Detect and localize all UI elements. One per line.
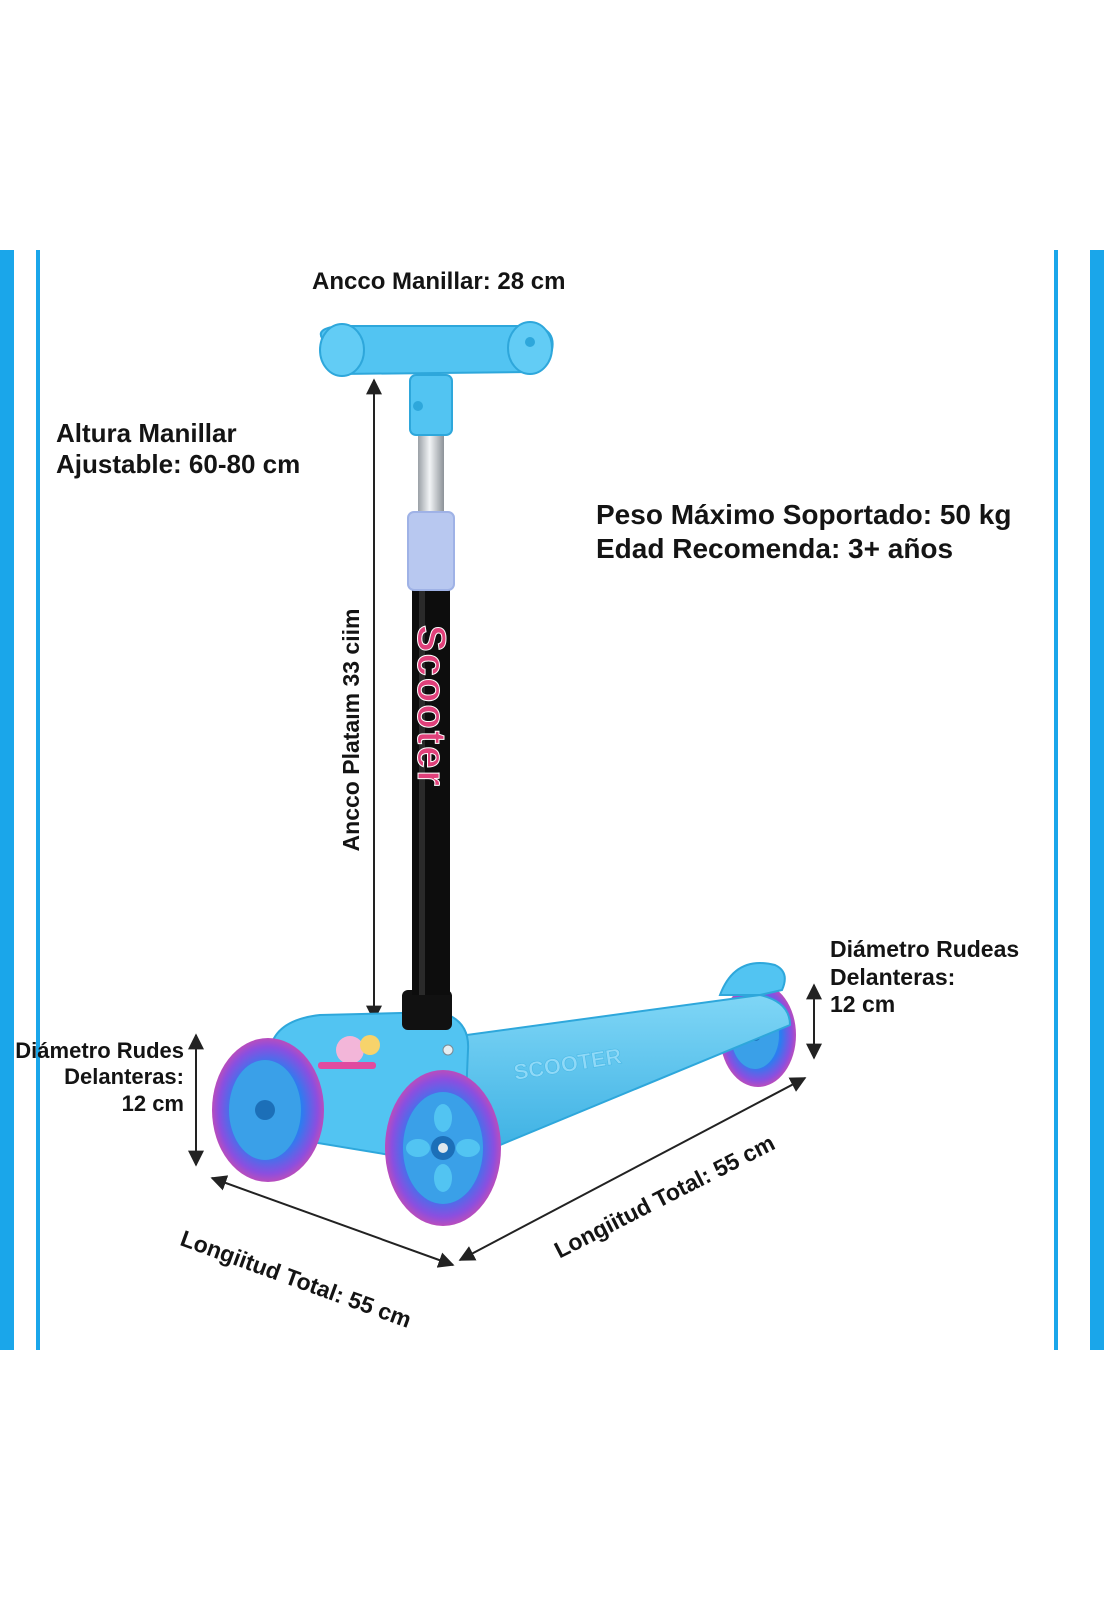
rear-fender xyxy=(718,962,786,996)
scooter-illustration: SCOOTER xyxy=(188,321,822,1268)
deck: SCOOTER xyxy=(428,993,792,1149)
frame-bar-right-inner xyxy=(1054,250,1058,1350)
capacity-label: Peso Máximo Soportado: 50 kg Edad Recome… xyxy=(596,499,1012,564)
frame-bar-left-outer xyxy=(0,250,14,1350)
housing-sticker xyxy=(318,1035,380,1069)
frame-bar-left-inner xyxy=(36,250,40,1350)
handlebar-width-label: Ancco Manillar: 28 cm xyxy=(312,268,566,295)
dimension-lines xyxy=(188,378,822,1268)
front-right-wheel xyxy=(385,1070,501,1226)
front-left-wheel xyxy=(212,1038,324,1182)
dimension-arrow-length-right xyxy=(458,1077,807,1261)
handlebar-height-label: Altura Manillar Ajustable: 60-80 cm xyxy=(56,418,301,480)
frame-bar-right-outer xyxy=(1090,250,1104,1350)
handlebar xyxy=(319,321,554,436)
stem: Scooter xyxy=(407,430,455,995)
front-wheel-label: Diámetro Rudes Delanteras: 12 cm xyxy=(15,1038,184,1116)
stem-brand: Scooter xyxy=(409,625,453,788)
spec-panel: SCOOTER xyxy=(0,250,1104,1350)
dimension-arrow-length-left xyxy=(210,1175,455,1268)
rear-wheel-label: Diámetro Rudeas Delanteras: 12 cm xyxy=(830,936,1020,1018)
platform-height-label: Ancco Plataım 33 ciim xyxy=(338,608,365,852)
